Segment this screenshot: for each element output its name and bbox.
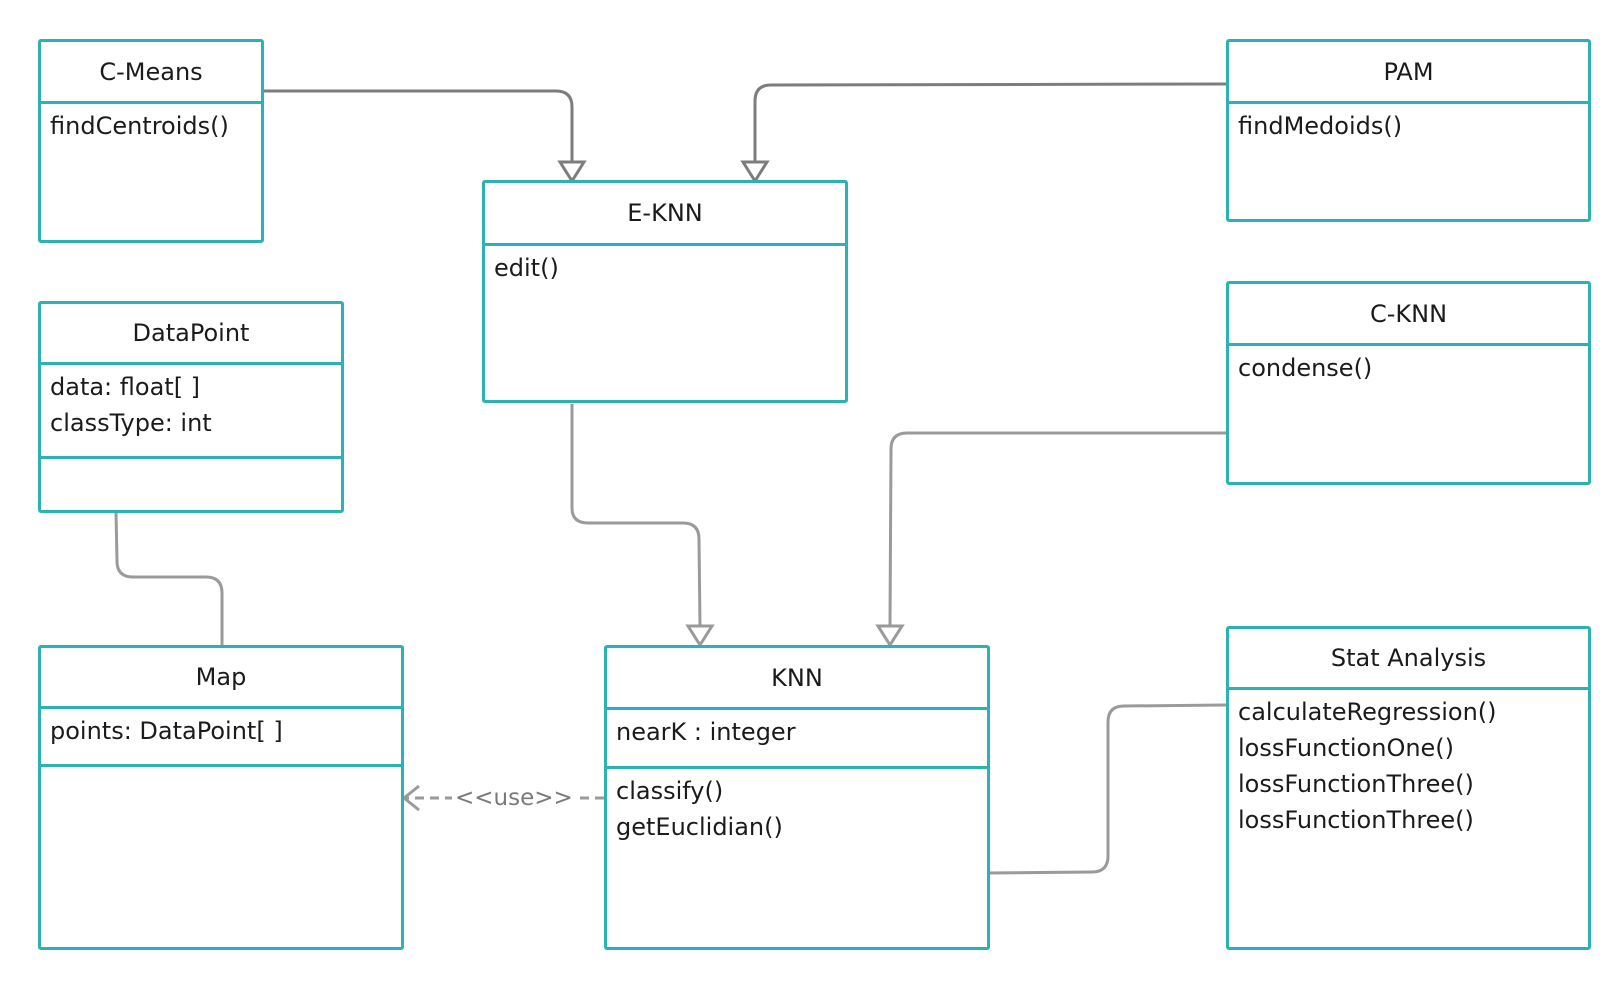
- connector-eknn-to-knn: [570, 404, 702, 627]
- class-cmeans[interactable]: C-Means findCentroids(): [38, 39, 264, 243]
- methods-section: edit(): [485, 246, 845, 400]
- method-find-centroids: findCentroids(): [50, 112, 229, 140]
- method-get-euclidian: getEuclidian(): [616, 813, 783, 841]
- connector-datapoint-to-map: [114, 511, 224, 645]
- connector-pam-to-eknn: [753, 82, 1227, 162]
- class-pam[interactable]: PAM findMedoids(): [1226, 39, 1591, 222]
- method-condense: condense(): [1238, 354, 1373, 382]
- class-stat-analysis[interactable]: Stat Analysis calculateRegression() loss…: [1226, 626, 1591, 950]
- methods-section: classify() getEuclidian(): [607, 769, 987, 947]
- class-name: KNN: [607, 648, 987, 710]
- method-edit: edit(): [494, 254, 559, 282]
- methods-section: condense(): [1229, 346, 1588, 482]
- methods-section: findCentroids(): [41, 104, 261, 240]
- methods-section: [41, 767, 401, 947]
- attribute-class-type: classType: int: [50, 409, 212, 437]
- connector-cknn-to-knn: [888, 431, 1226, 627]
- method-classify: classify(): [616, 777, 724, 805]
- attribute-data: data: float[ ]: [50, 373, 201, 401]
- inheritance-arrowhead-icon: [557, 160, 587, 184]
- methods-section: calculateRegression() lossFunctionOne() …: [1229, 690, 1588, 947]
- method-calculate-regression: calculateRegression(): [1238, 698, 1497, 726]
- attributes-section: points: DataPoint[ ]: [41, 709, 401, 767]
- class-name: E-KNN: [485, 183, 845, 246]
- methods-section: findMedoids(): [1229, 104, 1588, 219]
- attributes-section: data: float[ ] classType: int: [41, 365, 341, 459]
- methods-section: [41, 459, 341, 510]
- class-name: Map: [41, 648, 401, 709]
- class-name: C-Means: [41, 42, 261, 104]
- class-name: DataPoint: [41, 304, 341, 365]
- inheritance-arrowhead-icon: [875, 624, 905, 648]
- class-eknn[interactable]: E-KNN edit(): [482, 180, 848, 403]
- class-name: C-KNN: [1229, 284, 1588, 346]
- method-loss-function-one: lossFunctionOne(): [1238, 734, 1455, 762]
- method-loss-function-three-2: lossFunctionThree(): [1238, 806, 1474, 834]
- connector-cmeans-to-eknn: [262, 89, 574, 162]
- connector-knn-to-stat: [987, 703, 1227, 875]
- class-map[interactable]: Map points: DataPoint[ ]: [38, 645, 404, 950]
- method-loss-function-three: lossFunctionThree(): [1238, 770, 1474, 798]
- use-dependency-label: <<use>>: [452, 784, 576, 812]
- inheritance-arrowhead-icon: [740, 160, 770, 184]
- attribute-points: points: DataPoint[ ]: [50, 717, 283, 745]
- attributes-section: nearK : integer: [607, 710, 987, 769]
- class-name: Stat Analysis: [1229, 629, 1588, 690]
- class-datapoint[interactable]: DataPoint data: float[ ] classType: int: [38, 301, 344, 513]
- open-arrowhead-icon: [401, 784, 420, 812]
- method-find-medoids: findMedoids(): [1238, 112, 1403, 140]
- class-knn[interactable]: KNN nearK : integer classify() getEuclid…: [604, 645, 990, 950]
- class-cknn[interactable]: C-KNN condense(): [1226, 281, 1591, 485]
- inheritance-arrowhead-icon: [685, 624, 715, 648]
- attribute-near-k: nearK : integer: [616, 718, 796, 746]
- class-name: PAM: [1229, 42, 1588, 104]
